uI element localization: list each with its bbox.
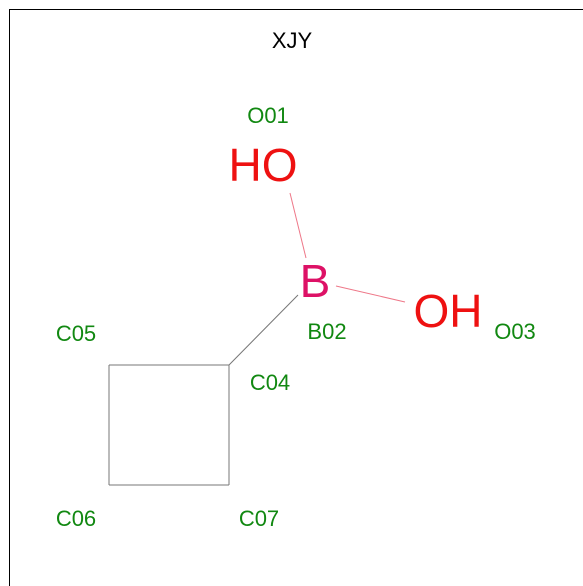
bond-b02-o03 <box>335 285 406 303</box>
atom-label-c06: C06 <box>56 506 96 531</box>
atom-o03-symbol: OH <box>414 285 483 337</box>
atom-label-o03: O03 <box>494 319 536 344</box>
atom-label-c04: C04 <box>250 370 290 395</box>
atom-label-o01: O01 <box>247 103 289 128</box>
bond-b02-c04 <box>228 294 299 366</box>
atom-b02-symbol: B <box>300 255 331 307</box>
atom-label-c05: C05 <box>56 321 96 346</box>
atom-label-c07: C07 <box>239 506 279 531</box>
atom-o01-symbol: HO <box>229 139 298 191</box>
diagram-title: XJY <box>272 28 313 53</box>
bond-o01-b02 <box>289 192 307 259</box>
atom-label-b02: B02 <box>307 319 346 344</box>
